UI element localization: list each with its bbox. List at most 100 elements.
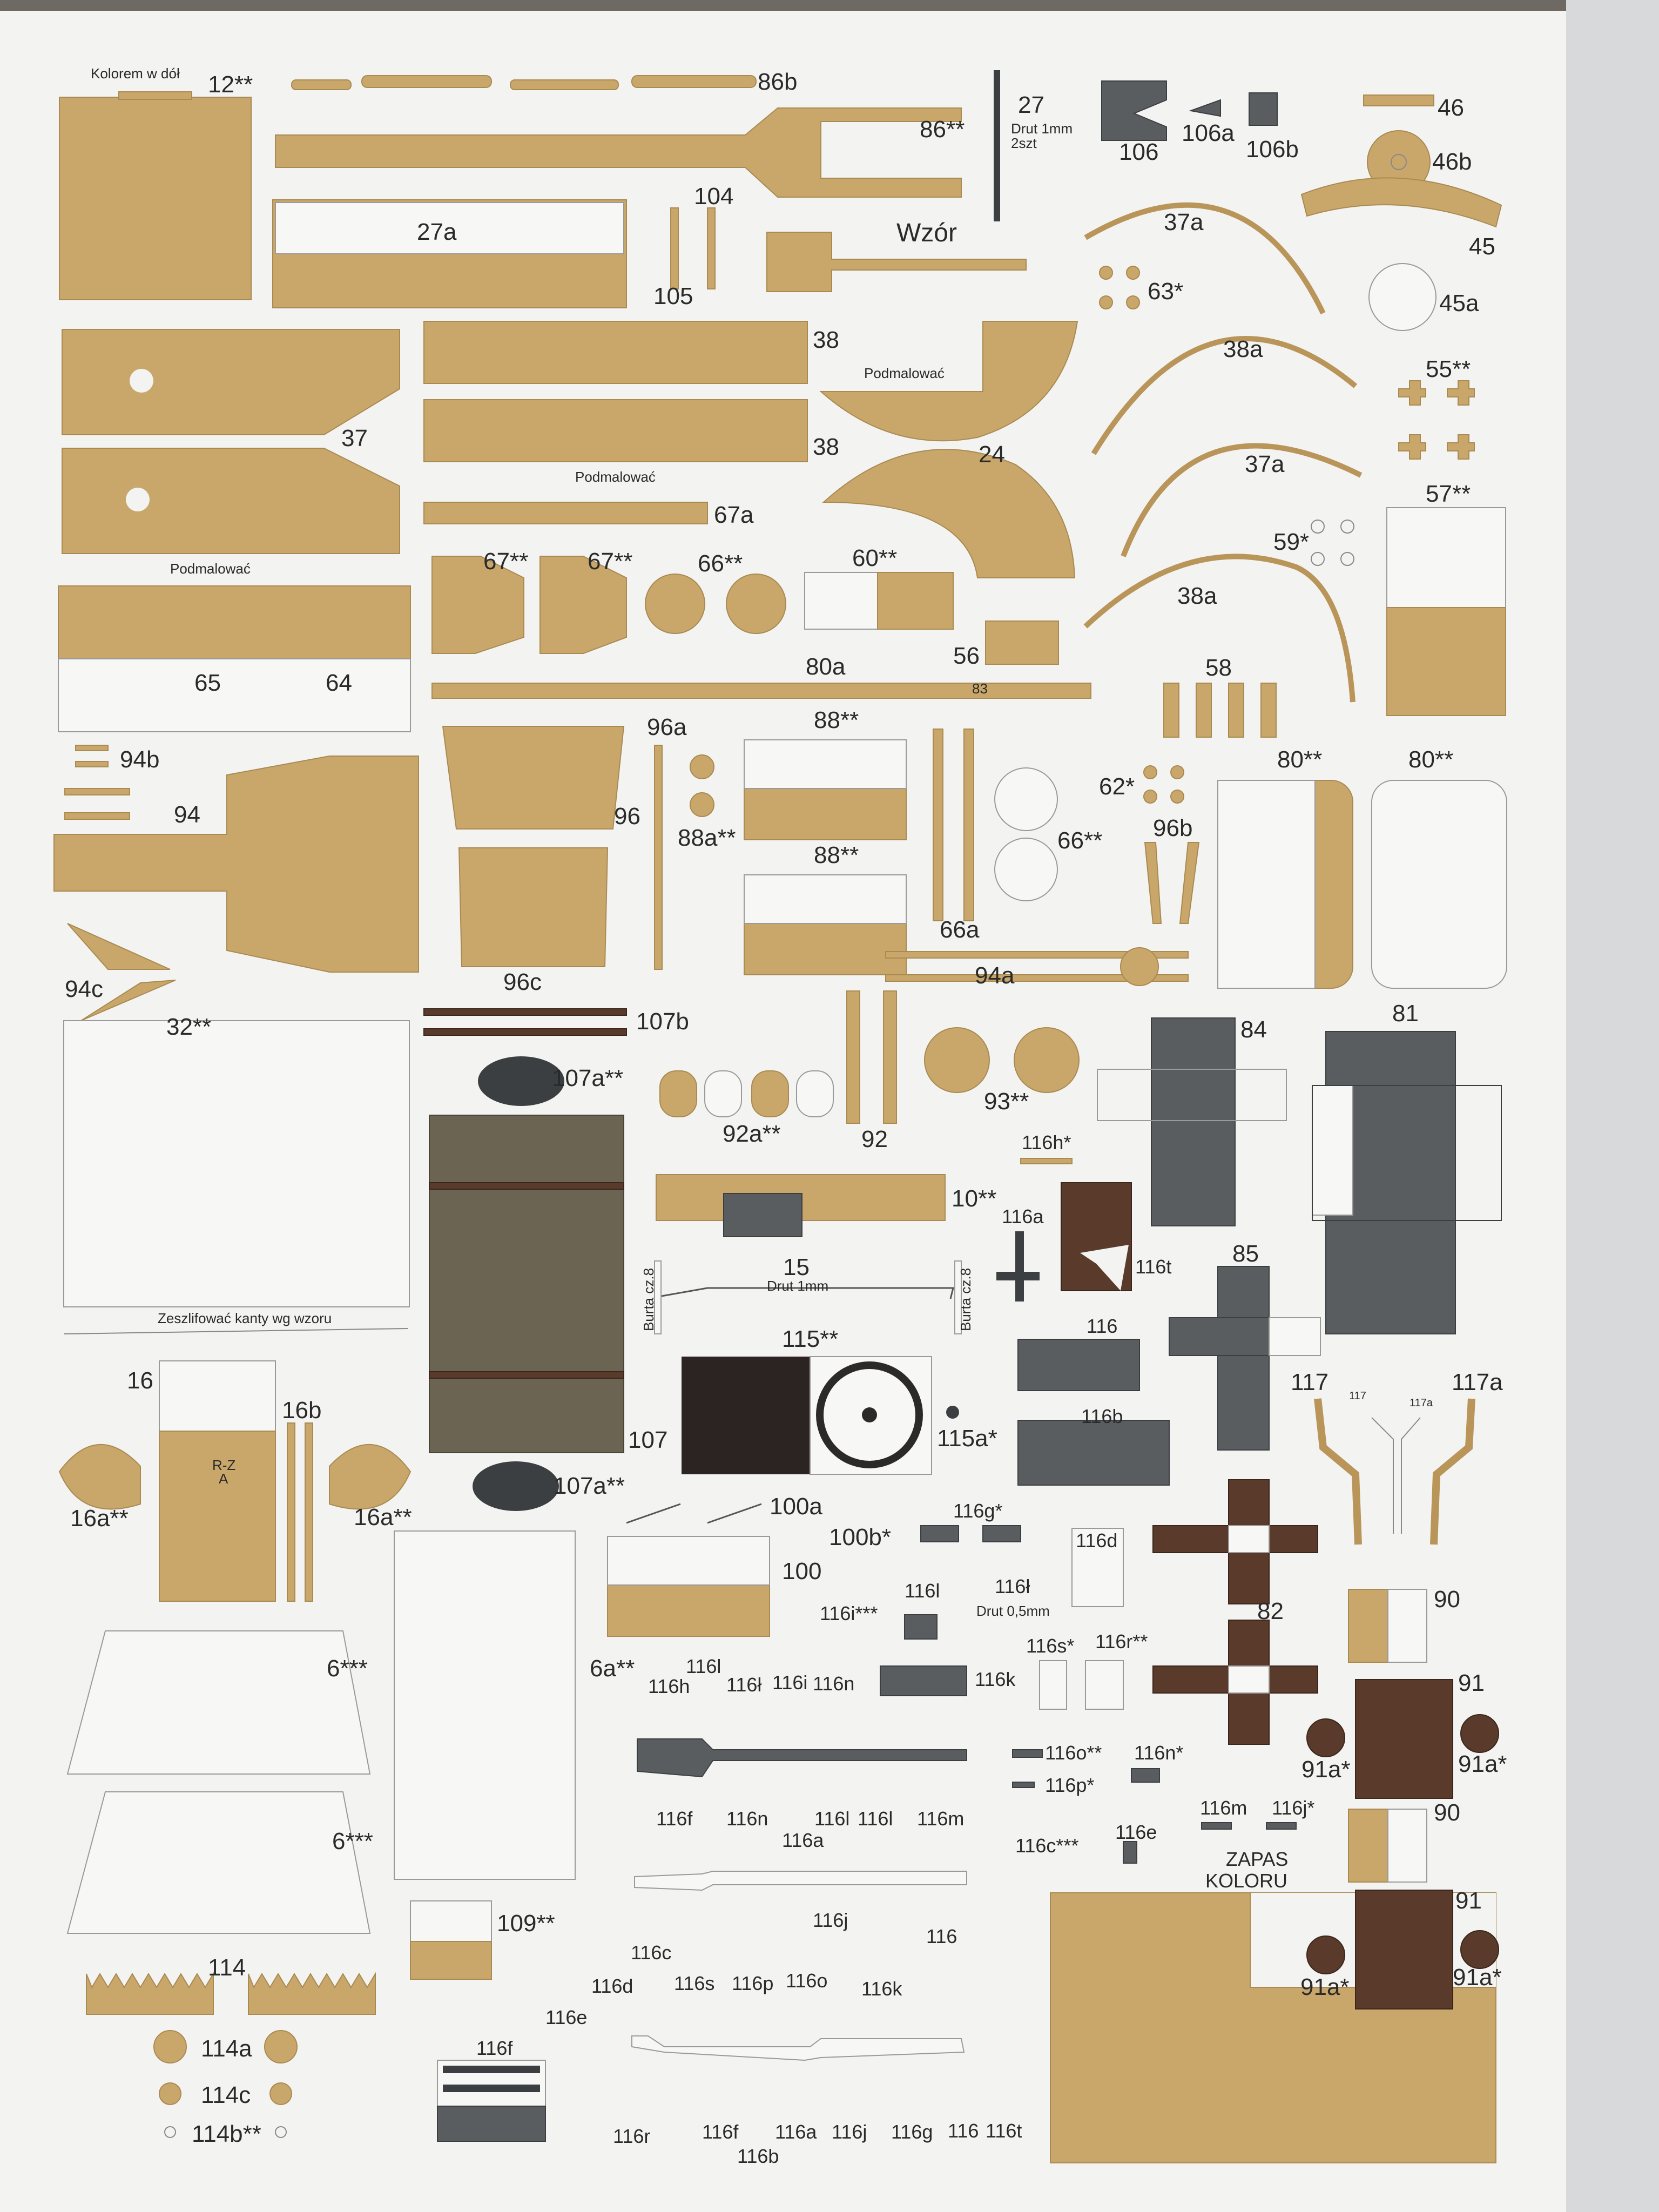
part-12 [59, 97, 252, 300]
label-66a: 66a [940, 916, 980, 943]
label-66-b: 66** [1057, 827, 1103, 854]
label-64: 64 [326, 670, 352, 696]
label-podmalowac-2: Podmalować [575, 469, 656, 485]
label-55: 55** [1426, 356, 1471, 382]
label-114a: 114a [201, 2035, 252, 2062]
part-100a-1 [626, 1503, 681, 1524]
label-10: 10** [952, 1185, 997, 1212]
label-116j-3: 116j [832, 2121, 867, 2143]
part-107b-2 [423, 1028, 627, 1036]
part-94b [64, 745, 130, 820]
label-116d-2: 116d [591, 1975, 633, 1997]
label-90-1: 90 [1434, 1586, 1460, 1613]
label-109: 109** [497, 1910, 555, 1937]
label-16a-1: 16a** [70, 1505, 129, 1532]
label-91-1: 91 [1458, 1670, 1485, 1696]
label-38-2: 38 [813, 434, 839, 460]
part-wzor-shovel [766, 232, 1027, 292]
label-81: 81 [1392, 1000, 1419, 1027]
part-57 [1386, 507, 1506, 608]
label-94c: 94c [65, 976, 103, 1002]
label-66: 66** [698, 550, 743, 577]
label-117a-small: 117a [1410, 1397, 1433, 1409]
label-116l-4: 116l [858, 1808, 893, 1830]
label-116j-2: 116j [813, 1909, 848, 1931]
label-88a: 88a** [678, 825, 736, 851]
label-94a: 94a [975, 962, 1015, 989]
part-66-circle-1 [994, 767, 1058, 831]
label-rz: R-Z [212, 1457, 236, 1473]
label-38-1: 38 [813, 327, 839, 353]
label-114b: 114b** [192, 2121, 261, 2147]
label-wzor: Wzór [896, 219, 957, 247]
label-90-2: 90 [1434, 1799, 1460, 1826]
label-94b: 94b [120, 746, 160, 773]
label-80a: 80a [806, 653, 846, 680]
label-116s: 116s* [1026, 1635, 1075, 1657]
part-116d [1071, 1528, 1124, 1607]
part-94 [53, 756, 419, 973]
label-116i3: 116i*** [820, 1602, 878, 1624]
label-60: 60** [852, 545, 898, 571]
part-96a [654, 745, 663, 970]
part-116p [1012, 1782, 1035, 1788]
part-38a-top [1091, 335, 1358, 455]
label-116h-2: 116h [648, 1675, 690, 1697]
part-6-lower-shape [66, 1791, 371, 1934]
part-106 [1101, 80, 1167, 141]
part-107 [429, 1115, 624, 1453]
part-114 [86, 1972, 376, 2015]
part-116m [1201, 1822, 1232, 1830]
label-116a-3: 116a [775, 2121, 817, 2143]
part-12-tab [118, 91, 192, 100]
part-93-2 [1014, 1027, 1080, 1093]
part-116b-block [1017, 1420, 1170, 1486]
part-116e-small [1123, 1841, 1137, 1864]
label-62: 62* [1099, 773, 1135, 800]
mg-upper [637, 1738, 967, 1778]
label-116c-2: 116c [631, 1941, 672, 1964]
label-drut-1mm: Drut 1mm [1011, 120, 1073, 137]
label-38a-1: 38a [1223, 336, 1263, 362]
part-100a-2 [707, 1503, 762, 1524]
label-12: 12** [208, 71, 253, 98]
label-107b: 107b [636, 1008, 689, 1035]
part-106b [1249, 92, 1278, 126]
part-92-1 [846, 990, 860, 1124]
part-96b [1144, 842, 1200, 924]
part-116h [1020, 1158, 1073, 1164]
label-107a-2: 107a** [554, 1473, 625, 1499]
label-kolorem: Kolorem w dół [91, 65, 180, 82]
label-115: 115** [782, 1326, 839, 1352]
label-106a: 106a [1182, 120, 1235, 146]
label-116b-2: 116b [737, 2145, 779, 2167]
part-91a-right-2 [1460, 1930, 1499, 1969]
label-burta-1: Burta cz.8 [640, 1267, 657, 1331]
label-46b: 46b [1432, 149, 1472, 175]
part-96-upper [442, 726, 625, 830]
label-116o-2: 116o [786, 1970, 828, 1992]
label-45a: 45a [1439, 290, 1479, 316]
part-114b [164, 2126, 287, 2138]
label-91a-2: 91a* [1458, 1751, 1507, 1777]
label-107: 107 [628, 1427, 668, 1453]
label-32: 32** [166, 1014, 212, 1040]
label-116p: 116p* [1045, 1774, 1095, 1796]
part-66-a [645, 574, 705, 634]
part-116k [880, 1665, 967, 1696]
label-drut-05: Drut 0,5mm [976, 1603, 1050, 1619]
label-116k-2: 116k [861, 1978, 902, 2000]
label-15: 15 [783, 1254, 810, 1280]
label-94: 94 [174, 801, 200, 828]
label-59: 59* [1273, 529, 1310, 555]
part-37-upper [62, 329, 400, 435]
part-65-64-outline [58, 658, 411, 732]
label-116n: 116n [813, 1673, 855, 1695]
label-107a-1: 107a** [552, 1065, 624, 1091]
part-66a-2 [963, 729, 974, 921]
part-24-upper [819, 321, 1078, 442]
part-109 [410, 1900, 492, 1942]
part-86b-strips [291, 75, 757, 90]
part-32 [63, 1020, 410, 1307]
label-116t: 116t [1135, 1256, 1172, 1278]
